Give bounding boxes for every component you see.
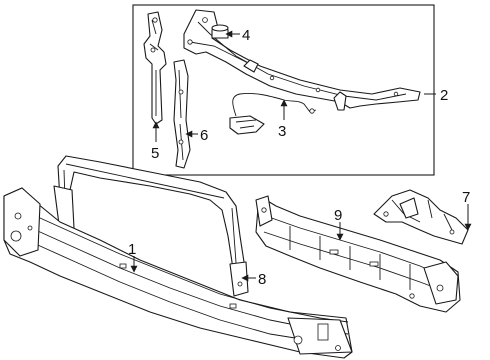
- part-2-upper-tie-bar: [183, 9, 421, 111]
- leader-tip-6: [185, 130, 193, 138]
- part-7-side-bracket: [373, 189, 469, 245]
- part-1-impact-bar: [3, 187, 353, 359]
- inset-group-box: [132, 4, 435, 176]
- leader-tip-1: [130, 265, 138, 273]
- callout-3: 3: [278, 123, 286, 140]
- callout-7: 7: [462, 189, 470, 206]
- leader-tip-3: [280, 99, 288, 107]
- part-5-bracket: [143, 11, 167, 125]
- part-8-support-frame: [53, 155, 249, 297]
- part-6-bracket: [173, 59, 191, 169]
- callout-5: 5: [151, 145, 159, 162]
- leader-tip-9: [336, 233, 344, 241]
- leader-tip-7: [464, 223, 472, 231]
- part-3-latch-cable: [229, 93, 317, 135]
- callout-8: 8: [258, 271, 266, 288]
- callout-6: 6: [200, 127, 208, 144]
- callout-4: 4: [242, 27, 250, 44]
- part-4-grommet: [211, 24, 229, 39]
- leader-tip-8: [241, 274, 249, 282]
- leader-tip-4: [225, 30, 233, 38]
- callout-1: 1: [128, 241, 136, 258]
- callout-9: 9: [334, 207, 342, 224]
- part-9-energy-absorber: [255, 195, 461, 313]
- leader-tip-5: [152, 121, 160, 129]
- callout-2: 2: [440, 87, 448, 104]
